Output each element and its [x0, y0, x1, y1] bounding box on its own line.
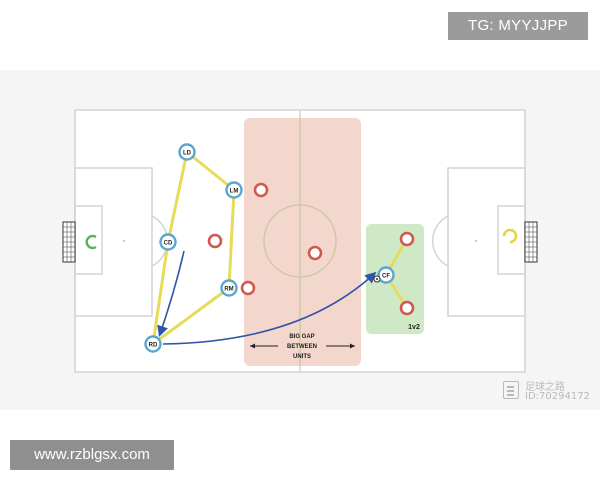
website-badge[interactable]: www.rzblgsx.com — [10, 440, 174, 470]
player-ld-label: LD — [183, 151, 192, 157]
centre-circle-overlay — [263, 204, 337, 278]
right-goal — [524, 221, 538, 263]
ball-icon — [373, 275, 381, 283]
pitch-area: LD LM CD RM RD CF — [0, 70, 600, 410]
team-links — [151, 150, 409, 346]
opponents — [207, 182, 415, 316]
telegram-badge: TG: MYYJJPP — [448, 12, 588, 40]
player-rd: RD — [144, 335, 162, 353]
overload-label: 1v2 — [408, 324, 420, 331]
left-goal — [62, 221, 76, 263]
watermark: 足球之路 ID:70294172 — [503, 378, 595, 404]
watermark-name: 足球之路 — [525, 382, 565, 393]
pass-arrow-rd-to-cf — [162, 271, 377, 345]
gap-annotation: BIG GAP BETWEEN UNITS — [250, 334, 355, 360]
watermark-id: ID:70294172 — [525, 391, 590, 402]
player-cf: CF — [377, 266, 395, 284]
goalkeeper-left-icon — [85, 234, 97, 250]
player-cd: CD — [159, 233, 177, 251]
player-lm-label: LM — [230, 189, 239, 195]
opponent-marker — [253, 182, 269, 198]
gap-label-line1: BIG GAP — [289, 334, 314, 340]
opponent-marker — [307, 245, 323, 261]
player-cd-label: CD — [164, 241, 173, 247]
gap-label-line3: UNITS — [293, 354, 311, 360]
player-rm: RM — [220, 279, 238, 297]
gap-zone — [244, 118, 361, 366]
gap-label-line2: BETWEEN — [287, 344, 317, 350]
player-cf-label: CF — [382, 274, 390, 280]
left-penalty-spot — [123, 240, 125, 242]
player-ld: LD — [178, 143, 196, 161]
tactics-diagram: LD LM CD RM RD CF — [62, 109, 538, 373]
watermark-logo-icon — [503, 381, 519, 399]
goalkeeper-right-icon — [502, 228, 518, 244]
right-penalty-spot — [475, 240, 477, 242]
pass-arrow-cd-to-rd — [157, 250, 185, 338]
opponent-marker — [399, 231, 415, 247]
player-lm: LM — [225, 181, 243, 199]
opponent-marker — [207, 233, 223, 249]
player-rm-label: RM — [224, 287, 233, 293]
right-penalty-arc — [431, 215, 449, 267]
opponent-marker — [399, 300, 415, 316]
opponent-marker — [240, 280, 256, 296]
player-rd-label: RD — [149, 343, 158, 349]
